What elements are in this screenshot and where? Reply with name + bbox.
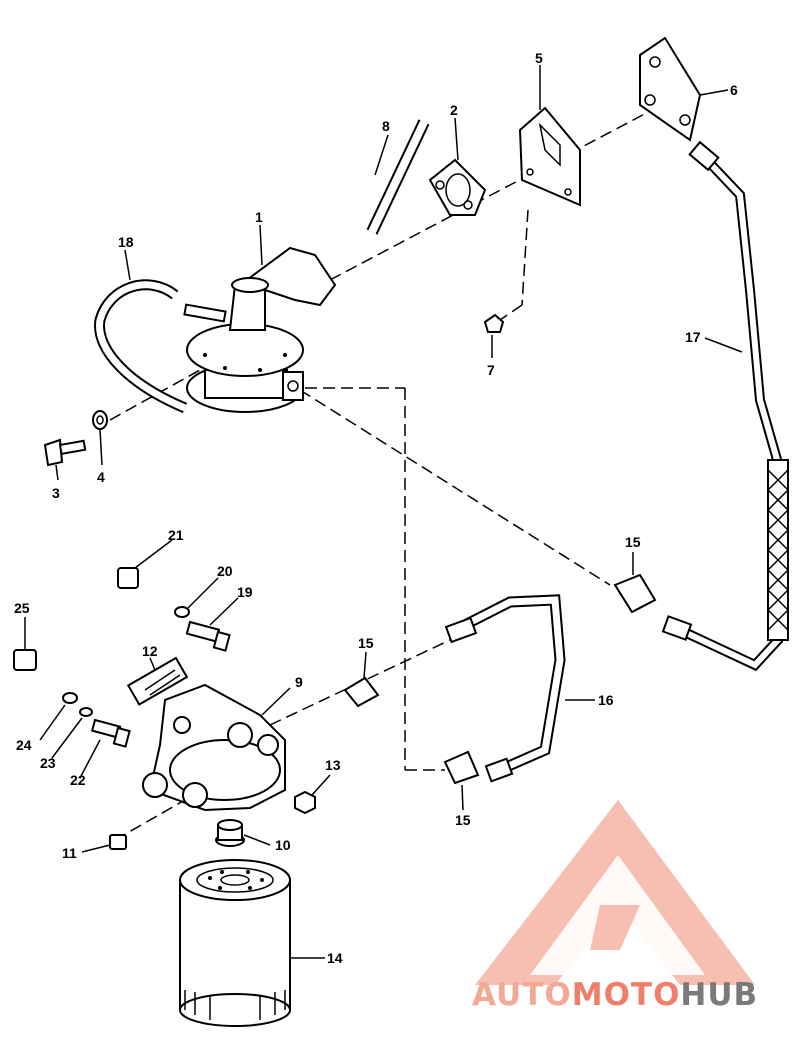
callout-17: 17 [685,329,701,345]
callout-12: 12 [142,643,158,659]
callout-13: 13 [325,757,341,773]
screw-3 [43,438,87,467]
adapter-10 [215,819,245,847]
callout-1: 1 [255,209,263,225]
callout-5: 5 [535,50,543,66]
callout-labels: 1 2 3 4 5 6 7 8 9 10 11 12 13 14 15 15 1… [14,50,738,966]
callout-20: 20 [217,563,233,579]
fuel-line-17 [661,140,789,672]
watermark-auto: AUTO [472,977,572,1013]
plug-11 [109,834,127,850]
gasket-2 [428,158,487,216]
watermark-logo [475,800,755,985]
hose-18 [94,279,188,414]
callout-4: 4 [97,469,105,485]
callout-15-middle: 15 [358,635,374,651]
callout-19: 19 [237,584,253,600]
fitting-15-lower [443,750,480,785]
callout-10: 10 [275,837,291,853]
callout-23: 23 [40,755,56,771]
callout-24: 24 [16,737,32,753]
watermark-text: AUTOMOTOHUB [472,977,758,1013]
bolt-7 [483,313,505,333]
gasket-12 [126,656,189,706]
washer-20 [174,606,190,618]
callout-22: 22 [70,772,86,788]
spacer-21 [117,567,139,589]
washer-23 [79,707,93,717]
filter-housing-9 [142,683,286,812]
gasket-6 [639,36,702,142]
callout-6: 6 [730,82,738,98]
callout-21: 21 [168,527,184,543]
callout-16: 16 [598,692,614,708]
leader-lines [24,65,743,959]
callout-2: 2 [450,102,458,118]
callout-25: 25 [14,600,30,616]
plate-5 [518,106,581,207]
callout-3: 3 [52,485,60,501]
callout-8: 8 [382,118,390,134]
callout-9: 9 [295,674,303,690]
tube-8 [366,119,430,235]
callout-11: 11 [62,845,77,861]
fuel-line-16 [444,594,566,783]
callout-14: 14 [327,950,343,966]
fitting-15-upper [613,573,657,614]
callout-7: 7 [487,362,495,378]
fitting-15-middle [343,676,380,708]
filter-14 [179,859,291,1027]
bolt-22 [90,718,131,748]
fuel-pump-1 [183,246,337,413]
spacer-25 [13,649,37,671]
callout-15-upper: 15 [625,534,641,550]
nut-13 [294,790,316,815]
washer-4 [92,410,108,430]
washer-24 [62,692,78,704]
watermark-moto: MOTO [572,977,681,1013]
callout-18: 18 [118,234,134,250]
bolt-19 [185,620,231,652]
watermark-hub: HUB [680,977,758,1013]
svg-text:AUTOMOTOHUB: AUTOMOTOHUB [472,977,758,1013]
callout-15-lower: 15 [455,812,471,828]
